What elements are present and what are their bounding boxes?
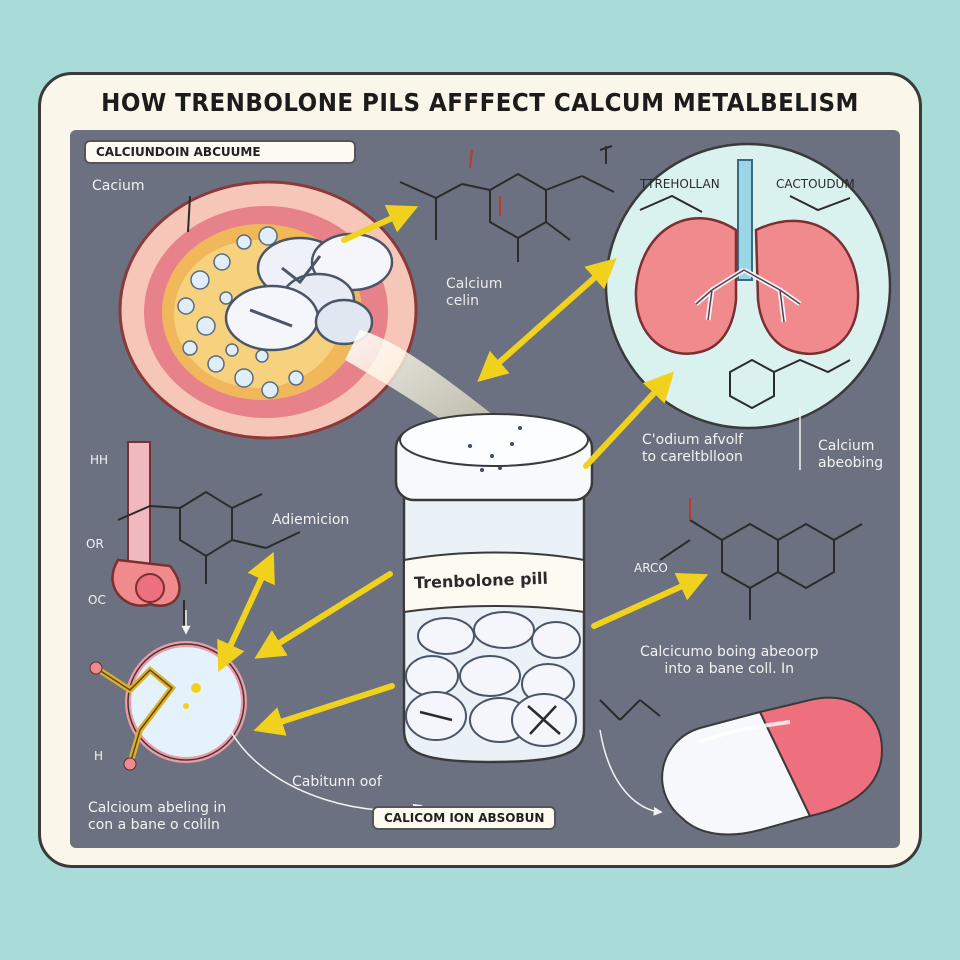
adiemiom-label: Adiemicion xyxy=(272,512,350,528)
calcium-bone-right-label: Calcicumo boing abeoorp into a bane coll… xyxy=(640,644,819,677)
calcium-label: Cacium xyxy=(92,178,145,194)
cactoudum-label: CACTOUDUM xyxy=(776,177,855,191)
diagram-title: HOW TRENBOLONE PILS AFFFECT CALCUM METAL… xyxy=(101,88,859,117)
pill-jar-icon xyxy=(394,413,594,764)
trenbolan-label: TTREHOLLAN xyxy=(640,177,720,191)
chem-oro-label: OR xyxy=(86,537,104,551)
jar-label: Trenbolone pill xyxy=(413,568,549,593)
bone-cross-section-icon xyxy=(118,180,510,440)
calcium-absorbing-label: Calcium abeobing xyxy=(818,438,884,471)
chem-arco-label: ARCO xyxy=(634,561,668,575)
molecule-icon xyxy=(599,498,863,721)
calcium-ion-label: Cabitunn oof xyxy=(292,774,382,790)
capsule-icon xyxy=(661,696,884,836)
molecule-icon xyxy=(117,490,301,628)
chem-oc-label: OC xyxy=(88,593,106,607)
bone-icon xyxy=(111,441,181,607)
molecule-icon xyxy=(399,145,615,262)
bone-cell-icon xyxy=(89,641,247,771)
lungs-icon xyxy=(604,142,892,430)
calcium-ion-absorption-tag: CALICOM ION ABSOBUN xyxy=(372,806,557,830)
codium-label: C'odium afvolf to careltblloon xyxy=(642,432,744,465)
chem-h-label: H xyxy=(94,749,104,763)
flow-arrows xyxy=(217,205,709,736)
chem-hh-label: HH xyxy=(90,453,109,467)
calcium-absorption-tag: CALCIUNDOIN ABCUUME xyxy=(84,140,356,164)
calcium-celln-label: Calcium celin xyxy=(446,276,503,309)
calcium-bone-left-label: Calcioum abeling in con a bane o coliln xyxy=(88,800,227,833)
